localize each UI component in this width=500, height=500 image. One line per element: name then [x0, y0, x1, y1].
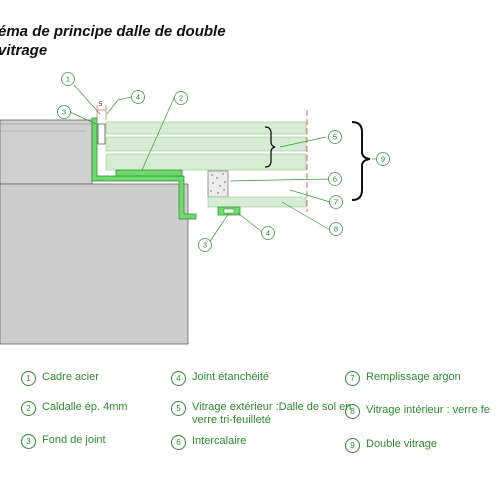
svg-text:4: 4 [266, 229, 270, 238]
svg-text:6: 6 [333, 175, 337, 184]
callout-2: 2 [174, 91, 188, 105]
legend-number: 7 [345, 371, 360, 386]
legend-number: 2 [21, 401, 36, 416]
legend-number: 4 [171, 371, 186, 386]
legend-item-7: 7 Remplissage argon [345, 371, 461, 386]
legend-label: Caldalle ép. 4mm [42, 401, 128, 413]
legend-label: Intercalaire [192, 435, 247, 447]
legend-label: Remplissage argon [366, 371, 461, 383]
diagram-title: éma de principe dalle de double vitrage [0, 23, 226, 59]
legend-item-5: 5 Vitrage extérieur :Dalle de sol en ver… [171, 401, 352, 427]
legend-label: Double vitrage [366, 438, 437, 450]
spacer [207, 170, 229, 198]
callout-6: 6 [328, 172, 342, 186]
legend-label: Joint étanchéité [192, 371, 270, 383]
callout-3b: 3 [198, 238, 212, 252]
legend-label: Cadre acier [42, 371, 99, 383]
svg-text:7: 7 [334, 198, 338, 207]
callout-7: 7 [329, 195, 343, 209]
concrete-slab [0, 119, 189, 345]
brace-outer-glass [264, 126, 276, 168]
legend-number: 5 [171, 401, 186, 416]
legend-item-2: 2 Caldalle ép. 4mm [21, 401, 128, 416]
callout-4a: 4 [131, 90, 145, 104]
svg-text:8: 8 [334, 225, 338, 234]
legend-item-1: 1 Cadre acier [21, 371, 99, 386]
legend-item-4: 4 Joint étanchéité [171, 371, 269, 386]
legend-number: 8 [345, 404, 360, 419]
svg-text:4: 4 [136, 93, 140, 102]
leader-lines [69, 84, 376, 244]
svg-text:5: 5 [333, 133, 337, 142]
callout-9: 9 [376, 152, 390, 166]
callout-4b: 4 [261, 226, 275, 240]
callout-1: 1 [61, 72, 75, 86]
callout-8: 8 [329, 222, 343, 236]
legend-number: 9 [345, 438, 360, 453]
svg-text:1: 1 [66, 75, 70, 84]
legend-label: Vitrage extérieur :Dalle de sol en verre… [192, 401, 352, 426]
steel-frame [91, 117, 197, 220]
legend-number: 6 [171, 435, 186, 450]
dimension-marker: 5 [96, 102, 107, 120]
callout-5: 5 [328, 130, 342, 144]
svg-text:9: 9 [381, 155, 385, 164]
svg-text:3: 3 [203, 241, 207, 250]
legend-item-9: 9 Double vitrage [345, 438, 437, 453]
legend-item-8: 8 Vitrage intérieur : verre fe [345, 404, 500, 419]
seal-block [217, 206, 241, 216]
legend-label: Vitrage intérieur : verre fe [366, 404, 490, 416]
callout-3: 3 [57, 105, 71, 119]
legend-item-3: 3 Fond de joint [21, 434, 106, 449]
legend-item-6: 6 Intercalaire [171, 435, 246, 450]
inner-glazing [207, 196, 307, 208]
legend-number: 3 [21, 434, 36, 449]
svg-text:3: 3 [62, 108, 66, 117]
legend-number: 1 [21, 371, 36, 386]
dimension-text: 5 [99, 102, 103, 108]
legend-label: Fond de joint [42, 434, 106, 446]
svg-text:2: 2 [179, 94, 183, 103]
brace-double-glazing [351, 121, 371, 201]
backer-rod [97, 123, 106, 145]
outer-glazing [105, 121, 307, 171]
